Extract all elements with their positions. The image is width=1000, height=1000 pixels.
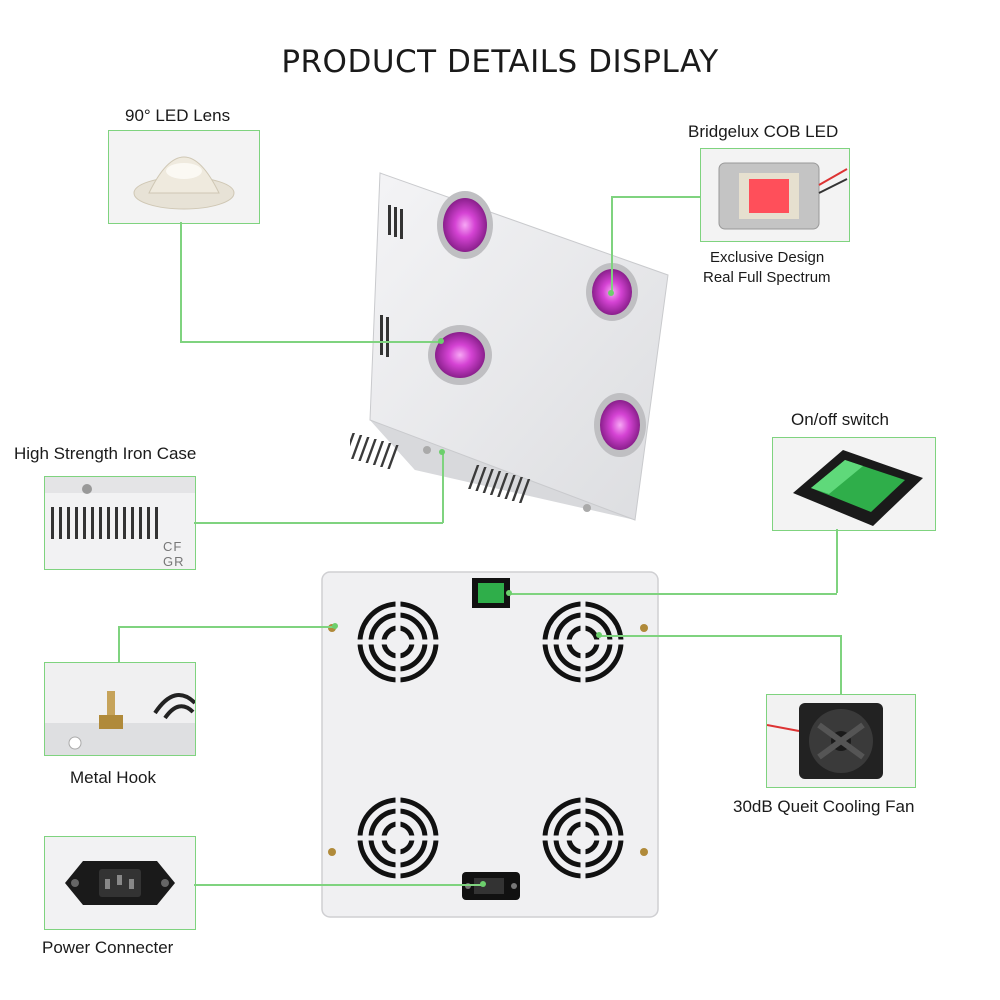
iron-case-icon [45, 477, 195, 569]
metal-hook-icon [45, 663, 195, 755]
cob-desc-2: Real Full Spectrum [703, 269, 831, 286]
cob-thumbnail [700, 148, 850, 242]
brand-text: CF GR [163, 539, 185, 569]
switch-thumbnail [772, 437, 936, 531]
rocker-switch-icon [793, 450, 923, 526]
power-socket-icon [45, 837, 195, 929]
cob-chip-icon [718, 162, 848, 230]
hook-label: Metal Hook [70, 768, 156, 787]
lens-label: 90° LED Lens [125, 106, 231, 125]
led-panel-back [318, 570, 663, 920]
fan-thumbnail [766, 694, 916, 788]
cooling-fan-icon [767, 695, 915, 787]
lens-icon [133, 156, 235, 210]
cob-label: Bridgelux COB LED [688, 122, 839, 141]
led-panel-front [350, 165, 670, 525]
power-label: Power Connecter [42, 938, 174, 957]
case-thumbnail: CF GR [44, 476, 196, 570]
fan-label: 30dB Queit Cooling Fan [733, 797, 915, 816]
cob-desc-1: Exclusive Design [710, 249, 825, 266]
page-title: PRODUCT DETAILS DISPLAY [281, 44, 719, 80]
switch-label: On/off switch [791, 410, 889, 429]
lens-thumbnail [108, 130, 260, 224]
case-label: High Strength Iron Case [14, 444, 197, 463]
power-thumbnail [44, 836, 196, 930]
hook-thumbnail [44, 662, 196, 756]
